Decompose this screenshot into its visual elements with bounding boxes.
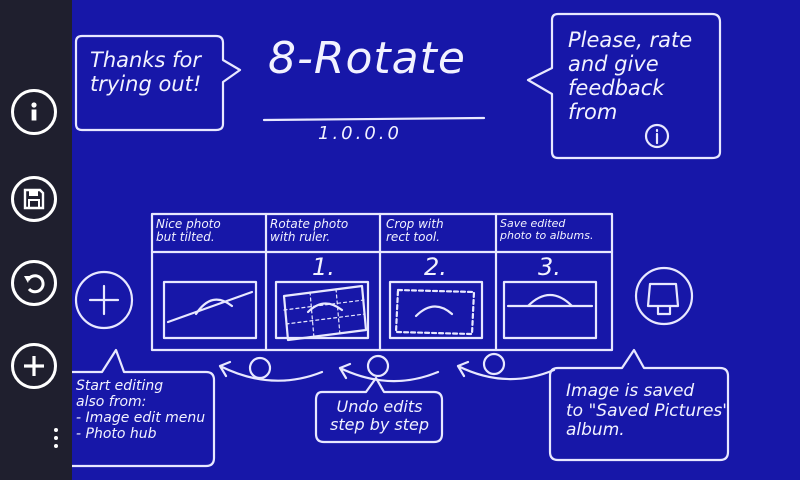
undo-circle-1 — [248, 356, 272, 380]
bubble-saved-text: Image is saved to "Saved Pictures" album… — [566, 381, 731, 441]
undo-button[interactable] — [11, 260, 57, 306]
undo-icon — [19, 268, 49, 298]
app-title: 8-Rotate — [268, 33, 466, 84]
bubble-start-outline — [72, 348, 216, 468]
filmstrip-outline — [150, 212, 614, 352]
undo-circle-3 — [482, 352, 506, 376]
step-number-2: 2. — [424, 253, 447, 281]
add-button[interactable] — [11, 343, 57, 389]
photo-frame-4 — [502, 280, 598, 340]
bubble-thanks-text: Thanks for trying out! — [90, 48, 202, 97]
app-version: 1.0.0.0 — [318, 123, 402, 144]
bubble-info-icon — [644, 123, 670, 149]
add-icon — [19, 351, 49, 381]
tutorial-canvas: Thanks for trying out! 8-Rotate 1.0.0.0 … — [72, 0, 800, 480]
step-number-1: 1. — [312, 253, 335, 281]
add-circle-sketch — [74, 270, 134, 330]
step-caption-4: Save edited photo to albums. — [500, 217, 594, 242]
photo-frame-3 — [388, 280, 484, 340]
bubble-start-text: Start editing also from: - Image edit me… — [76, 378, 206, 443]
step-number-3: 3. — [538, 253, 561, 281]
step-caption-1: Nice photo but tilted. — [156, 217, 221, 244]
more-dots-icon[interactable] — [51, 428, 61, 458]
bubble-undo-text: Undo edits step by step — [330, 397, 430, 435]
undo-circle-2 — [366, 354, 390, 378]
app-bar — [0, 0, 72, 480]
bubble-saved-outline — [548, 348, 730, 462]
bubble-thanks-outline — [74, 34, 242, 132]
step-caption-2: Rotate photo with ruler. — [270, 217, 349, 244]
bubble-rate-text: Please, rate and give feedback from — [568, 28, 693, 125]
step-caption-3: Crop with rect tool. — [386, 217, 444, 244]
info-button[interactable] — [11, 89, 57, 135]
save-button[interactable] — [11, 176, 57, 222]
bubble-undo-outline — [314, 376, 444, 444]
photo-frame-2 — [274, 280, 370, 340]
save-circle-sketch — [634, 266, 694, 326]
photo-frame-1 — [162, 280, 258, 340]
title-underline — [262, 116, 486, 122]
bubble-rate-outline — [526, 12, 722, 160]
info-icon — [19, 97, 49, 127]
save-icon — [19, 184, 49, 214]
chalk-drawings — [72, 12, 730, 468]
